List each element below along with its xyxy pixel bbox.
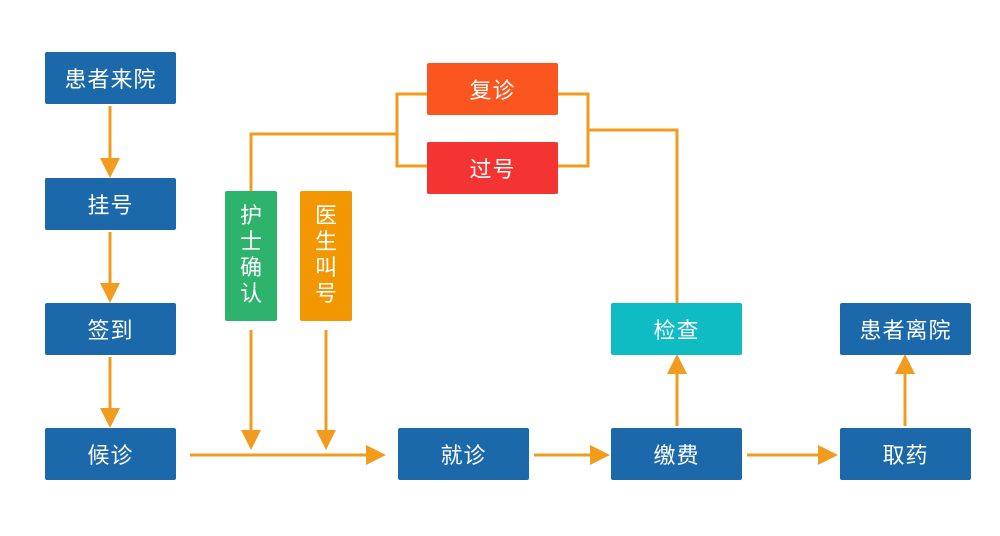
node-patient-arrive: 患者来院 xyxy=(45,52,176,104)
line-right-bracket xyxy=(558,92,590,168)
node-exam: 检查 xyxy=(611,303,742,355)
node-patient-leave-label: 患者离院 xyxy=(859,319,952,344)
node-wait-label: 候诊 xyxy=(87,444,134,469)
node-nurse-confirm-label: 护士确认 xyxy=(239,204,262,307)
line-nurse-to-branch xyxy=(249,132,397,191)
arrow-payment-exam-head xyxy=(667,354,687,374)
node-exam-label: 检查 xyxy=(653,319,700,344)
arrow-nurse-down-head xyxy=(241,430,261,450)
node-revisit-label: 复诊 xyxy=(469,79,516,104)
arrow-register-checkin-head xyxy=(100,283,120,303)
arrow-consult-payment-head xyxy=(590,445,610,465)
node-pharmacy-label: 取药 xyxy=(882,444,929,469)
node-register-label: 挂号 xyxy=(87,194,134,219)
arrow-checkin-wait-head xyxy=(100,408,120,428)
node-pharmacy: 取药 xyxy=(840,428,971,480)
arrow-doctor-down-head xyxy=(316,430,336,450)
node-register: 挂号 xyxy=(45,178,176,230)
arrow-payment-pharmacy-head xyxy=(818,445,838,465)
node-consult-label: 就诊 xyxy=(440,444,487,469)
arrow-pharmacy-leave-head xyxy=(895,354,915,374)
node-pass-number-label: 过号 xyxy=(469,158,516,183)
node-checkin-label: 签到 xyxy=(87,319,134,344)
node-patient-arrive-label: 患者来院 xyxy=(64,68,157,93)
line-left-bracket xyxy=(395,92,427,168)
node-patient-leave: 患者离院 xyxy=(840,303,971,355)
node-nurse-confirm: 护士确认 xyxy=(225,191,277,321)
arrow-arrive-register-head xyxy=(100,158,120,178)
node-payment-label: 缴费 xyxy=(653,444,700,469)
node-checkin: 签到 xyxy=(45,303,176,355)
node-payment: 缴费 xyxy=(611,428,742,480)
node-pass-number: 过号 xyxy=(427,142,558,194)
node-doctor-call-label: 医生叫号 xyxy=(314,204,337,307)
arrow-wait-consult-head xyxy=(366,445,386,465)
line-branch-to-exam xyxy=(588,128,679,303)
node-revisit: 复诊 xyxy=(427,63,558,115)
node-consult: 就诊 xyxy=(398,428,529,480)
node-wait: 候诊 xyxy=(45,428,176,480)
node-doctor-call: 医生叫号 xyxy=(300,191,352,321)
